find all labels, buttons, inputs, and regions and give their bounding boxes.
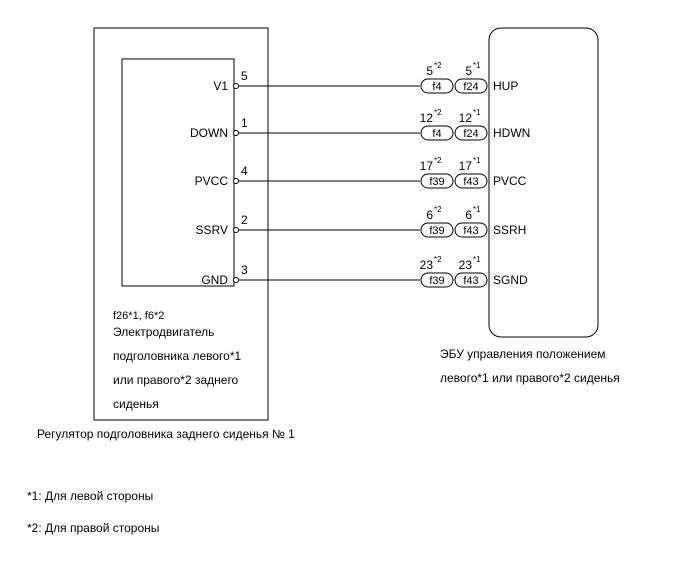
connector-bubble-lh — [454, 222, 488, 238]
connector-bubble-lh — [454, 125, 488, 141]
motor-connector-code: f26*1, f6*2 — [113, 310, 164, 322]
footnote-right-side: *2: Для правой стороны — [27, 521, 159, 535]
regulator-assembly-label: Регулятор подголовника заднего сиденья №… — [37, 427, 295, 441]
ecu-label-line-2: левого*1 или правого*2 сиденья — [440, 371, 620, 385]
motor-pin-number: 4 — [241, 164, 248, 178]
connector-code-lh: f43 — [463, 176, 478, 188]
connector-code-lh: f43 — [463, 275, 478, 287]
superscript-lh: *1 — [473, 156, 481, 165]
superscript-lh: *1 — [473, 255, 481, 264]
connector-code-rh: f39 — [429, 275, 444, 287]
regulator-outer-box — [93, 27, 269, 421]
footnote-left-side: *1: Для левой стороны — [27, 489, 153, 503]
connector-bubble-rh — [420, 222, 454, 238]
ecu-pin-number-rh: 17 — [420, 159, 434, 173]
connector-bubble-lh — [454, 272, 488, 288]
motor-inner-box — [121, 58, 235, 287]
motor-pin-number: 2 — [241, 213, 248, 227]
ecu-pin-number-lh: 5 — [465, 64, 472, 78]
superscript-rh: *2 — [434, 156, 442, 165]
ecu-pin-label: HUP — [493, 79, 518, 93]
connector-code-lh: f24 — [463, 128, 478, 140]
ecu-pin-number-lh: 12 — [459, 111, 473, 125]
ecu-pin-number-rh: 5 — [426, 64, 433, 78]
ecu-pin-label: PVCC — [493, 174, 527, 188]
connector-code-rh: f39 — [429, 176, 444, 188]
motor-desc-line-4: сиденья — [113, 397, 159, 411]
motor-pin-label: SSRV — [196, 223, 228, 237]
connector-code-rh: f4 — [432, 128, 441, 140]
motor-pin-label: DOWN — [190, 126, 228, 140]
ecu-pin-number-lh: 23 — [459, 258, 473, 272]
superscript-rh: *2 — [434, 61, 442, 70]
pin-terminal-circle — [233, 178, 239, 184]
ecu-pin-label: SGND — [493, 273, 528, 287]
superscript-lh: *1 — [473, 61, 481, 70]
connector-bubble-rh — [420, 125, 454, 141]
ecu-pin-number-lh: 6 — [465, 208, 472, 222]
motor-pin-label: GND — [201, 273, 228, 287]
connector-code-rh: f4 — [432, 81, 441, 93]
pin-terminal-circle — [233, 83, 239, 89]
connector-bubble-rh — [420, 173, 454, 189]
wires — [238, 85, 420, 281]
motor-desc-line-2: подголовника левого*1 — [113, 349, 242, 363]
ecu-pin-number-rh: 23 — [420, 258, 434, 272]
motor-pin-number: 1 — [241, 116, 248, 130]
connector-bubble-rh — [420, 272, 454, 288]
motor-desc-line-1: Электродвигатель — [113, 325, 214, 339]
motor-pin-number: 5 — [241, 69, 248, 83]
connector-code-rh: f39 — [429, 225, 444, 237]
pin-terminal-circle — [233, 277, 239, 283]
motor-pin-number: 3 — [241, 263, 248, 277]
superscript-lh: *1 — [473, 205, 481, 214]
connector-bubble-lh — [454, 78, 488, 94]
connector-bubble-lh — [454, 173, 488, 189]
connector-code-lh: f24 — [463, 81, 478, 93]
ecu-pin-number-lh: 17 — [459, 159, 473, 173]
superscript-rh: *2 — [434, 255, 442, 264]
ecu-label-line-1: ЭБУ управления положением — [440, 347, 606, 361]
ecu-pin-number-rh: 6 — [426, 208, 433, 222]
ecu-pin-number-rh: 12 — [420, 111, 434, 125]
superscript-rh: *2 — [434, 205, 442, 214]
connector-bubble-rh — [420, 78, 454, 94]
superscript-rh: *2 — [434, 108, 442, 117]
ecu-pin-label: HDWN — [493, 126, 530, 140]
ecu-box — [488, 27, 599, 338]
pin-terminal-circle — [233, 130, 239, 136]
motor-pin-label: V1 — [213, 79, 228, 93]
connector-code-lh: f43 — [463, 225, 478, 237]
ecu-pin-label: SSRH — [493, 223, 526, 237]
pin-terminal-circle — [233, 227, 239, 233]
motor-pin-label: PVCC — [195, 174, 229, 188]
motor-desc-line-3: или правого*2 заднего — [113, 373, 239, 387]
superscript-lh: *1 — [473, 108, 481, 117]
